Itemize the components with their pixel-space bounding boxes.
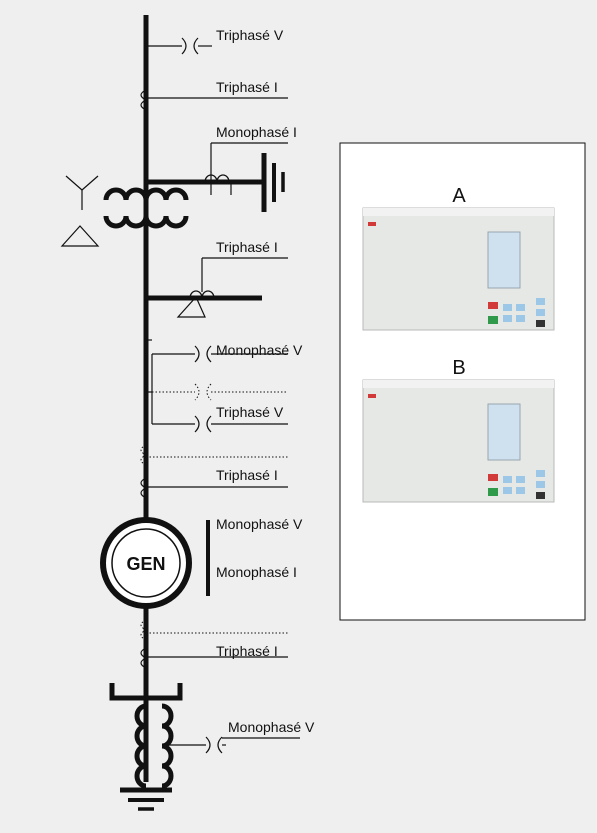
ground-symbol-bottom [120, 787, 172, 811]
relay-device-a [362, 207, 555, 331]
ct-gen-bottom [140, 619, 288, 669]
label-ct-aux: Triphasé I [216, 239, 278, 255]
transformer-neutral-branch [146, 142, 288, 195]
label-vt-neutral: Monophasé V [228, 719, 315, 735]
generator-label: GEN [126, 554, 165, 574]
label-ct-gen-bottom: Triphasé I [216, 643, 278, 659]
vt-group [146, 339, 288, 433]
label-vt-mono: Monophasé V [216, 342, 303, 358]
label-ct-gen-top: Triphasé I [216, 467, 278, 483]
main-transformer [103, 187, 189, 229]
relay-label-b: B [452, 357, 465, 379]
generator [100, 517, 192, 609]
neutral-transformer [134, 703, 300, 789]
ct-gen-top [140, 444, 288, 499]
delta-symbol [60, 225, 100, 247]
neutral-bracket [109, 683, 183, 701]
relay-label-a: A [452, 185, 466, 207]
star-symbol [65, 175, 99, 210]
label-gen-v: Monophasé V [216, 516, 303, 532]
ground-symbol-right [261, 153, 285, 212]
label-ct-neutral-tx: Monophasé I [216, 124, 297, 140]
label-ct-top: Triphasé I [216, 79, 278, 95]
vt-top [146, 37, 212, 55]
aux-branch [146, 257, 288, 318]
label-vt-tri: Triphasé V [216, 404, 284, 420]
label-vt-top: Triphasé V [216, 27, 284, 43]
label-gen-i: Monophasé I [216, 564, 297, 580]
ct-top [140, 89, 288, 111]
relay-device-b [362, 379, 555, 503]
